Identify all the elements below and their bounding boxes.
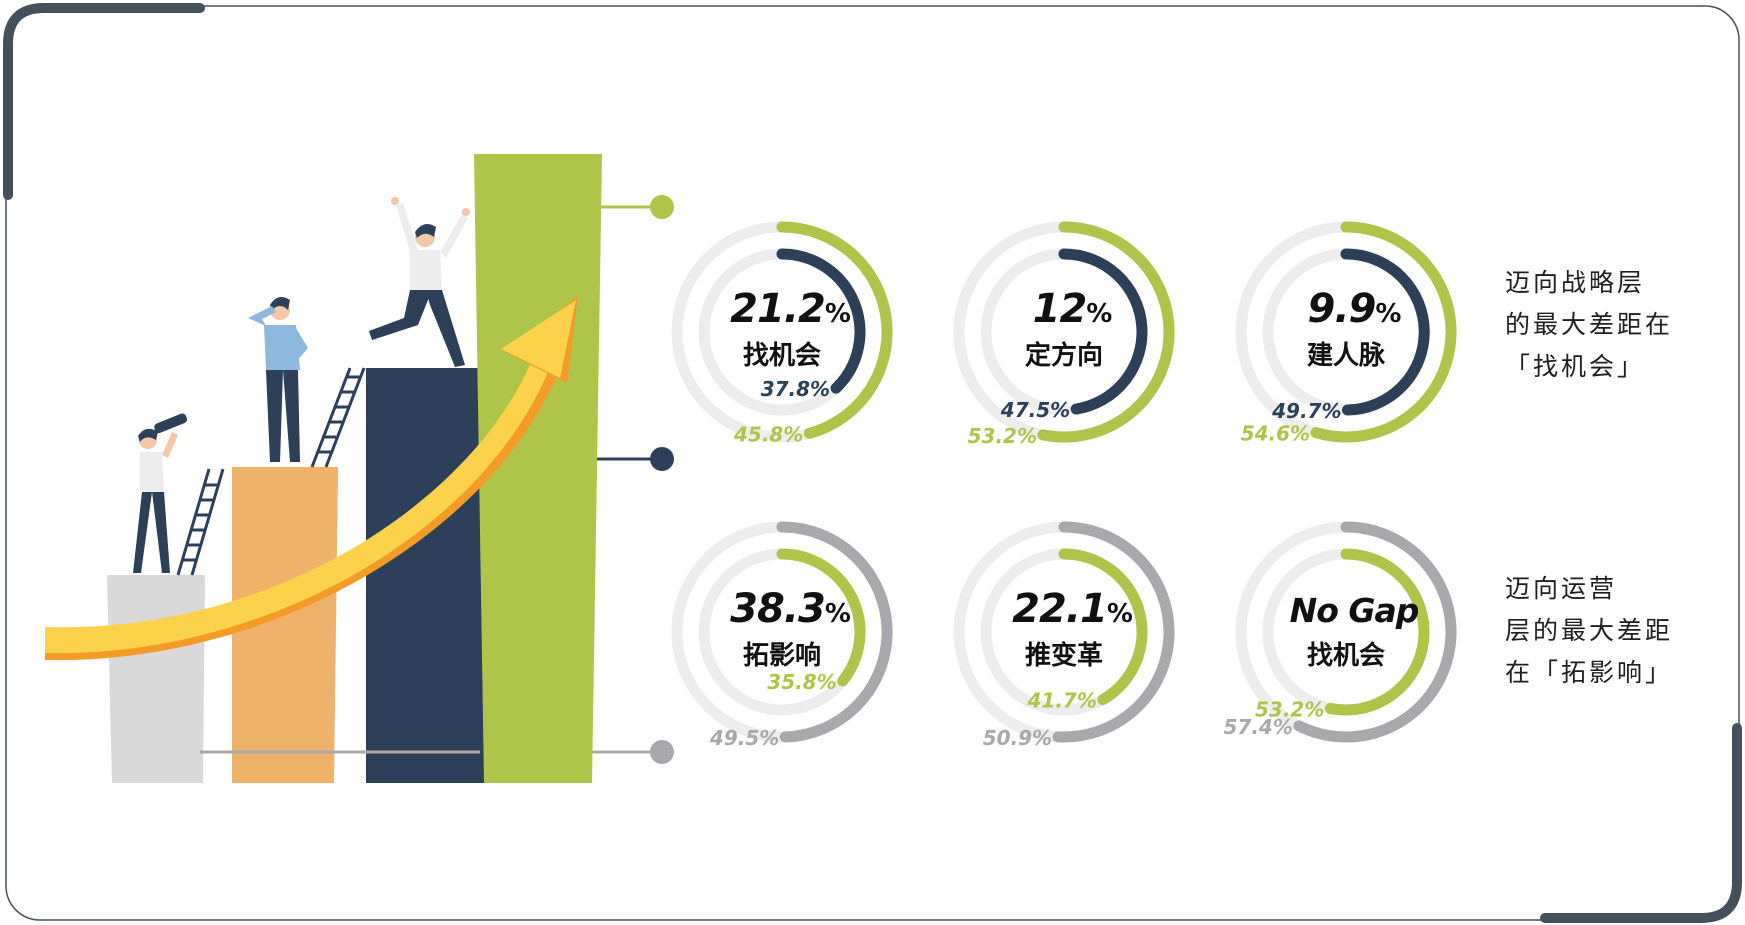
frame-corner-top-left bbox=[3, 3, 205, 200]
ring-group: 35.8%49.5%38.3%拓影响 bbox=[671, 521, 893, 750]
ring-inner-value-label: 53.2% bbox=[1255, 697, 1324, 721]
ring-center-label: 建人脉 bbox=[1307, 341, 1386, 371]
ring-inner-arc bbox=[776, 548, 866, 687]
ring-center-value: No Gap bbox=[1290, 591, 1419, 630]
ring-center-unit: % bbox=[825, 299, 851, 329]
connector-dot-green bbox=[650, 195, 674, 219]
ring-center-unit: % bbox=[1375, 299, 1401, 329]
note-top-line-1: 迈向战略层 bbox=[1505, 268, 1646, 297]
ring-center-unit: % bbox=[825, 599, 851, 629]
note-bottom: 迈向运营 层的最大差距 在「拓影响」 bbox=[1505, 568, 1673, 694]
person-looking bbox=[248, 296, 308, 462]
ring-center-number: 12 bbox=[1033, 286, 1087, 332]
ring-inner-value-label: 41.7% bbox=[1027, 689, 1097, 713]
ring-center-unit: % bbox=[1107, 599, 1133, 629]
ring-group: 41.7%50.9%22.1%推变革 bbox=[953, 521, 1175, 750]
ring-outer-value-label: 45.8% bbox=[733, 422, 803, 446]
ring-inner-value-label: 35.8% bbox=[767, 670, 836, 694]
ring-inner-arc bbox=[776, 248, 866, 394]
ring-center-value: 12% bbox=[1033, 286, 1113, 332]
ladder-1 bbox=[176, 468, 225, 576]
note-top-line-3: 「找机会」 bbox=[1505, 352, 1646, 381]
ring-outer-value-label: 53.2% bbox=[968, 424, 1037, 448]
note-bottom-line-1: 迈向运营 bbox=[1505, 574, 1618, 603]
person-cheering bbox=[369, 197, 470, 367]
ring-center-label: 找机会 bbox=[743, 341, 821, 371]
note-bottom-line-2: 层的最大差距 bbox=[1505, 616, 1674, 645]
ring-outer-value-label: 50.9% bbox=[983, 726, 1052, 750]
ring-center-number: No Gap bbox=[1290, 591, 1419, 630]
ring-inner-value-label: 49.7% bbox=[1271, 399, 1341, 423]
ring-inner-arc bbox=[1058, 248, 1148, 415]
ring-inner-arc bbox=[1340, 248, 1430, 416]
ring-inner-arc bbox=[1058, 548, 1148, 706]
ring-group: 53.2%57.4% No Gap 找机会 bbox=[1224, 521, 1457, 743]
frame-border bbox=[5, 5, 1740, 921]
ring-center-label: 找机会 bbox=[1307, 641, 1385, 671]
ring-center-value: 38.3% bbox=[730, 586, 851, 632]
ring-center-label: 定方向 bbox=[1025, 340, 1103, 371]
ring-group: 49.7%54.6% 9.9% 建人脉 bbox=[1235, 221, 1457, 446]
ring-center-number: 9.9 bbox=[1308, 286, 1376, 332]
ring-outer-value-label: 57.4% bbox=[1224, 715, 1293, 739]
bar-illustration bbox=[107, 154, 602, 783]
ring-center-value: 9.9% bbox=[1308, 286, 1402, 332]
frame-corner-bottom-right bbox=[1540, 723, 1742, 923]
ring-center-value: 22.1% bbox=[1012, 586, 1133, 632]
ring-outer-arc bbox=[1052, 521, 1175, 743]
ring-center-unit: % bbox=[1086, 299, 1112, 329]
ring-center-value: 21.2% bbox=[730, 286, 851, 332]
ring-group: 37.8%45.8%21.2%找机会 bbox=[671, 221, 893, 446]
ring-outer-value-label: 49.5% bbox=[709, 726, 779, 750]
bar-light bbox=[107, 575, 205, 783]
ring-outer-arc bbox=[1310, 221, 1457, 443]
ring-outer-arc bbox=[776, 521, 893, 743]
ring-outer-arc bbox=[1293, 521, 1457, 743]
person-binoculars bbox=[133, 413, 188, 573]
note-top-line-2: 的最大差距在 bbox=[1505, 310, 1674, 339]
ring-outer-value-label: 54.6% bbox=[1241, 422, 1310, 446]
ring-center-label: 推变革 bbox=[1025, 640, 1103, 671]
ring-outer-arc bbox=[1037, 221, 1175, 443]
ring-inner-value-label: 37.8% bbox=[761, 377, 830, 401]
ring-center-number: 22.1 bbox=[1012, 586, 1107, 632]
connector-dot-navy bbox=[650, 447, 674, 471]
connector-dot-gray bbox=[650, 740, 674, 764]
bar-navy bbox=[366, 368, 493, 783]
ring-inner-arc bbox=[1324, 548, 1430, 716]
bar-orange bbox=[232, 467, 338, 783]
ring-center-number: 21.2 bbox=[730, 286, 825, 332]
growth-arrow bbox=[45, 296, 578, 661]
note-bottom-line-3: 在「拓影响」 bbox=[1505, 658, 1674, 687]
ring-group: 47.5%53.2% 12% 定方向 bbox=[953, 221, 1175, 448]
ring-outer-arc bbox=[776, 221, 893, 439]
note-top: 迈向战略层 的最大差距在 「找机会」 bbox=[1505, 262, 1673, 388]
ladder-2 bbox=[310, 367, 366, 468]
ring-center-number: 38.3 bbox=[730, 586, 825, 632]
ring-center-label: 拓影响 bbox=[743, 640, 821, 671]
ring-inner-value-label: 47.5% bbox=[1000, 398, 1070, 422]
radial-rings: 37.8%45.8%21.2%找机会47.5%53.2%12%定方向49.7%5… bbox=[671, 221, 1457, 750]
